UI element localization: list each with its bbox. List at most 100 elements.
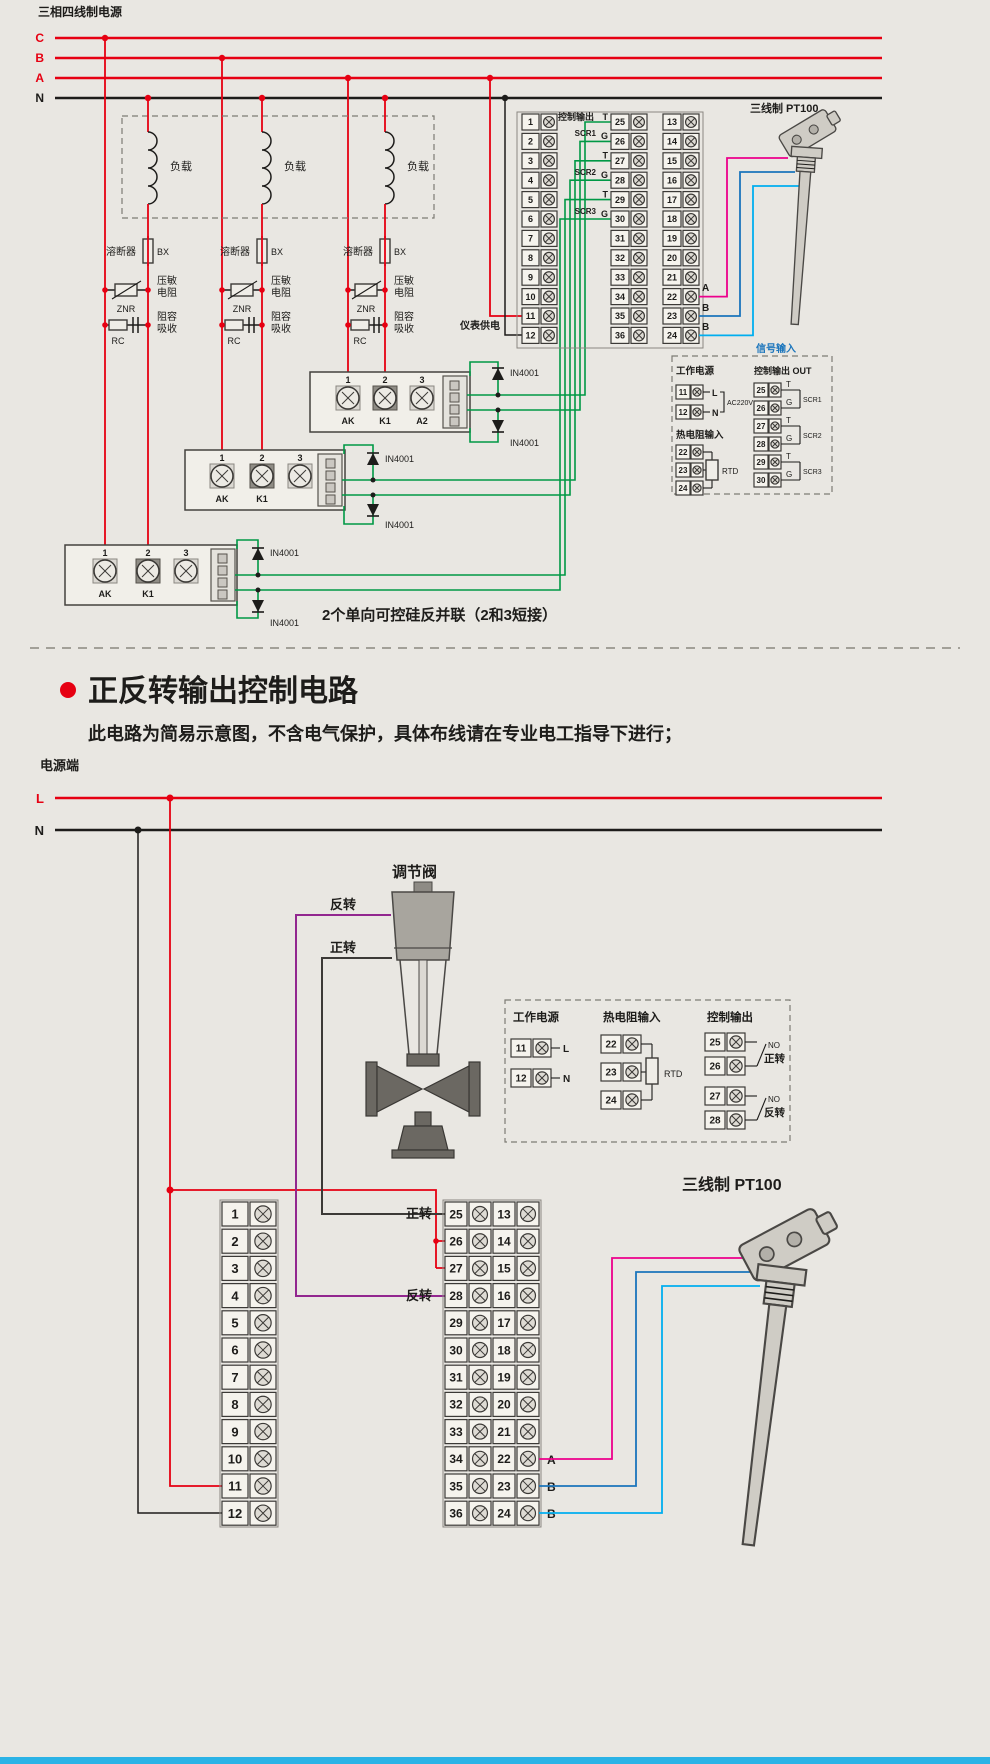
fuse2-code: BX (271, 247, 283, 257)
rc2-code: RC (228, 336, 241, 346)
svg-text:23: 23 (679, 466, 688, 475)
svg-text:5: 5 (231, 1315, 238, 1330)
svg-text:26: 26 (449, 1235, 463, 1249)
lt-rtd-title: 热电阻输入 (676, 429, 724, 441)
svg-text:29: 29 (757, 458, 766, 467)
phase-drops (104, 38, 349, 560)
valve-control-section: 正反转输出控制电路 此电路为简易示意图，不含电气保护，具体布线请在专业电工指导下… (35, 675, 882, 1553)
scr2-t-wire (342, 160, 611, 481)
lb-power-title: 工作电源 (513, 1010, 559, 1024)
diode4-wire (343, 495, 374, 525)
top-pt100-wires: 信号输入 (699, 157, 799, 355)
module3-s4 (217, 589, 228, 600)
module1-n1: 1 (345, 375, 350, 385)
load3-label: 负载 (407, 159, 429, 173)
svg-text:11: 11 (679, 388, 688, 397)
valve-base (391, 1149, 455, 1159)
svg-text:16: 16 (497, 1289, 511, 1303)
diode6 (252, 600, 264, 612)
svg-text:12: 12 (525, 331, 535, 341)
lb-l-label: L (563, 1044, 569, 1055)
svg-text:17: 17 (667, 195, 677, 205)
load2-coil (261, 131, 272, 205)
module3-ak: AK (99, 589, 112, 599)
scr-module-1: 1 2 3 AK K1 A2 (309, 371, 471, 433)
lt-ac-label: AC220V (727, 400, 753, 407)
svg-text:25: 25 (709, 1038, 721, 1049)
module3-t3x2 (179, 564, 193, 578)
svg-text:9: 9 (528, 272, 533, 282)
svg-text:14: 14 (497, 1235, 511, 1249)
lb-c2-blade (756, 1097, 767, 1121)
module2-t1x2 (215, 469, 229, 483)
svg-text:25: 25 (615, 117, 625, 127)
module1-ak: AK (342, 416, 355, 426)
svg-text:35: 35 (615, 311, 625, 321)
rail-c-label: C (35, 31, 44, 45)
svg-text:27: 27 (449, 1262, 463, 1276)
svg-text:12: 12 (228, 1506, 242, 1521)
svg-text:2: 2 (231, 1234, 238, 1249)
g26-label: G (601, 131, 608, 141)
pt100-b1-wire (699, 171, 795, 317)
module1-n2: 2 (382, 375, 387, 385)
svg-text:7: 7 (528, 234, 533, 244)
svg-text:22: 22 (667, 292, 677, 302)
flange-right (468, 1061, 481, 1117)
svg-text:24: 24 (679, 484, 688, 493)
svg-text:30: 30 (449, 1343, 463, 1357)
live-feed (169, 798, 222, 1487)
svg-text:30: 30 (757, 476, 766, 485)
module3-s3 (217, 577, 228, 588)
valve-base-cone (397, 1125, 449, 1151)
bottom-junction-dots (134, 794, 439, 1244)
rc1-l1: 阻容 (157, 310, 177, 323)
varistor2-l1: 压敏 (271, 274, 291, 287)
lt-out-title: 控制输出 OUT (754, 365, 812, 376)
load3-coil (384, 131, 395, 205)
module1-s2 (449, 392, 460, 403)
bb-left-outline (219, 1199, 279, 1528)
svg-text:16: 16 (667, 175, 677, 185)
lb-c1-blade (756, 1043, 767, 1067)
valve-stem (418, 959, 428, 1057)
forward-wire (321, 957, 445, 1215)
t27-label: T (603, 151, 609, 161)
lt-scr2: SCR2 (803, 433, 822, 440)
load1-label: 负载 (170, 159, 192, 173)
lt-l-label: L (712, 388, 718, 398)
fuse2-label: 溶断器 (220, 245, 250, 258)
varistor3-l2: 电阻 (394, 286, 414, 299)
diode2-label: IN4001 (510, 438, 539, 448)
scr3-t-wire (235, 198, 611, 576)
svg-text:10: 10 (525, 292, 535, 302)
znr2-code: ZNR (233, 304, 252, 314)
svg-text:36: 36 (449, 1507, 463, 1521)
motor-body (391, 891, 455, 961)
module2-s2 (325, 470, 336, 481)
lt-t1: T (786, 380, 791, 389)
top-pt100-probe (764, 100, 847, 328)
svg-text:25: 25 (757, 386, 766, 395)
bottom-accent-bar (0, 1757, 990, 1764)
pt100b-b2-wire (539, 1285, 760, 1514)
rail-b-label: B (35, 51, 44, 65)
svg-text:26: 26 (615, 137, 625, 147)
module1-s1 (449, 380, 460, 391)
module3-k1: K1 (142, 589, 154, 599)
fuses: 溶断器 BX 溶断器 BX 溶断器 BX (106, 236, 406, 266)
scr-module-2: 1 2 3 AK K1 (184, 449, 346, 511)
module2-s1 (325, 458, 336, 469)
lt-g2: G (786, 434, 792, 443)
svg-text:23: 23 (497, 1479, 511, 1493)
znr1-diag (111, 280, 142, 300)
scr-caption: 2个单向可控硅反并联（2和3短接） (322, 606, 557, 624)
module3-n2: 2 (145, 548, 150, 558)
rtd-a-label: A (702, 283, 709, 294)
module2-s3 (325, 482, 336, 493)
rtd-b2-label: B (702, 322, 709, 333)
svg-text:23: 23 (667, 311, 677, 321)
